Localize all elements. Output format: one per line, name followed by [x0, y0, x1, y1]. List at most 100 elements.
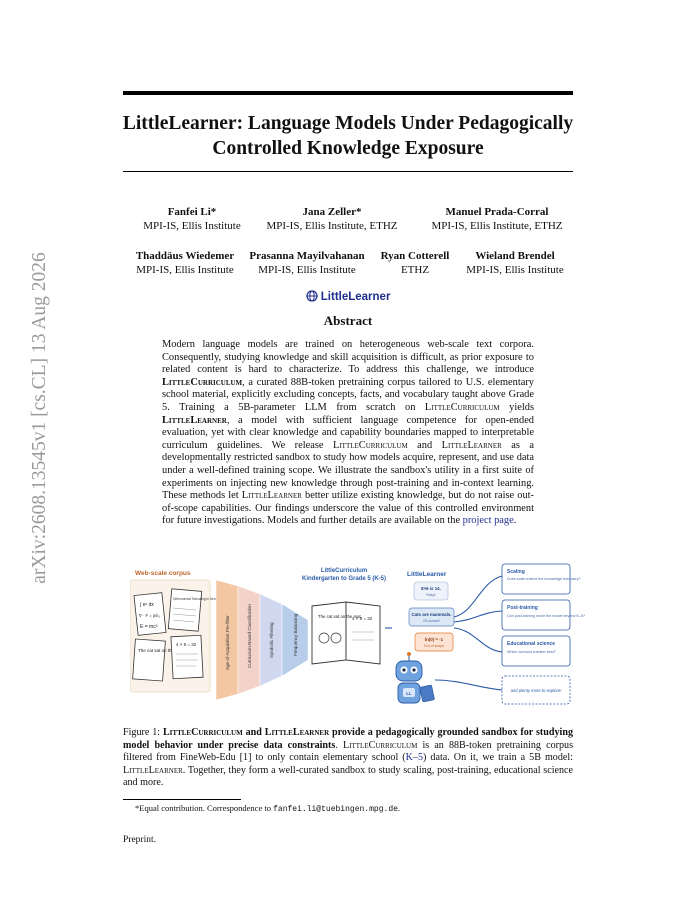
author-block: Thaddäus Wiedemer MPI-IS, Ellis Institut… [120, 249, 250, 277]
author-affiliation: MPI-IS, Ellis Institute [466, 264, 564, 276]
doc-text: ∫ eˣ dx [139, 602, 154, 608]
littlecurriculum-title: LittleCurriculum [321, 568, 367, 574]
box-desc-text: Does scale extend the knowledge boundary… [507, 577, 581, 581]
preprint-label: Preprint. [123, 835, 156, 845]
research-box-scaling: Scaling Does scale extend the knowledge … [501, 563, 581, 595]
paper-title: LittleLearner: Language Models Under Ped… [112, 111, 584, 161]
caption-bold-text: provide a pedagogically grounded sandbox… [123, 727, 573, 751]
doc-page: 4 × 8 = 32 [170, 634, 204, 680]
research-box-post-training: Post-training Can post-training move the… [501, 599, 585, 631]
funnel-stage-label: Age-of-Acquisition Pre-filter [225, 615, 230, 670]
abstract-body: Modern language models are trained on he… [162, 339, 534, 528]
author-block: Wieland Brendel MPI-IS, Ellis Institute [456, 249, 574, 277]
book-text: 4 × 8 = 32 [352, 616, 373, 621]
caption-bold: LittleCurriculum and LittleLearner provi… [123, 727, 573, 751]
abstract-text: , a curated 88B-token pretraining corpus… [162, 376, 534, 413]
figure-caption: Figure 1: LittleCurriculum and LittleLea… [123, 727, 573, 790]
footnote: *Equal contribution. Correspondence to f… [135, 803, 400, 814]
doc-text: The cat sat on the mat. [138, 648, 184, 653]
bubble-title: Cats are mammals. [411, 612, 451, 617]
title-top-rule [123, 91, 573, 95]
caption-term: LittleLearner [264, 727, 330, 738]
abstract-text: better utilize existing knowledge, but d… [162, 490, 534, 527]
bubble-title: 8×6 is 14. [421, 586, 441, 591]
littlelearner-label: LittleLearner [407, 571, 447, 578]
open-book-illustration: The cat sat on the mat. 4 × 8 = 32 [311, 601, 381, 665]
doc-text: 4 × 8 = 32 [176, 642, 197, 647]
box-desc: Can post-training move the model beyond … [507, 614, 585, 618]
author-name: Thaddäus Wiedemer [135, 250, 235, 262]
research-box-more: and plenty more to explore! [501, 675, 571, 705]
speech-bubble: Cats are mammals. Of course! [408, 607, 455, 627]
box-title: Post-training [507, 605, 538, 611]
abstract-term: LittleCurriculum [424, 401, 500, 413]
author-block: Fanfei Li* MPI-IS, Ellis Institute [117, 205, 267, 233]
box-title: Scaling [507, 569, 525, 575]
abstract-term: LittleLearner [241, 490, 302, 502]
caption-term: LittleLearner [123, 764, 183, 776]
bubble-sub: Out of scope [424, 644, 444, 648]
abstract-term: LittleCurriculum [333, 439, 408, 451]
bubble-sub: Of course! [423, 619, 440, 623]
author-affiliation: MPI-IS, Ellis Institute [143, 220, 241, 232]
figure-1: Web-scale corpus ∫ eˣ dx ∇ · F = ρ/ε₀ E … [130, 563, 585, 705]
bubble-title: ln(0) = -1 [425, 637, 444, 642]
author-name: Prasanna Mayilvahanan [249, 250, 365, 262]
project-page-link[interactable]: project page [462, 515, 514, 527]
robot-badge: LL [406, 691, 412, 696]
footnote-email[interactable]: fanfei.li@tuebingen.mpg.de [273, 805, 398, 814]
author-name: Wieland Brendel [475, 250, 555, 262]
title-line-2: Controlled Knowledge Exposure [212, 138, 484, 159]
book-text: The cat sat on the mat. [318, 614, 362, 619]
abstract-term: LittleLearner [162, 414, 227, 426]
project-link[interactable]: LittleLearner [0, 290, 696, 303]
author-affiliation: MPI-IS, Ellis Institute [258, 264, 356, 276]
caption-bold-text: and [242, 727, 265, 738]
caption-term: LittleCurriculum [343, 739, 418, 751]
doc-text: ∇ · F = ρ/ε₀ [138, 613, 160, 618]
funnel-stage-label: Frequency Balancing [293, 613, 298, 656]
abstract-term: LittleCurriculum [162, 376, 243, 388]
littlecurriculum-subtitle: Kindergarten to Grade 5 (K-5) [302, 576, 386, 582]
funnel-stage-label: Symbolic Filtering [269, 622, 274, 658]
author-block: Jana Zeller* MPI-IS, Ellis Institute, ET… [257, 205, 407, 233]
doc-text: Orthonormal Schooling in Dense... [173, 597, 222, 601]
arxiv-stamp: arXiv:2608.13545v1 [cs.CL] 13 Aug 2026 [29, 252, 50, 584]
box-title: Educational science [507, 641, 555, 647]
author-name: Jana Zeller* [302, 206, 362, 218]
speech-bubble: 8×6 is 14. Easy! [413, 581, 449, 601]
abstract-term: LittleLearner [441, 439, 502, 451]
author-block: Prasanna Mayilvahanan MPI-IS, Ellis Inst… [243, 249, 371, 277]
author-affiliation: ETHZ [400, 264, 430, 276]
connector-arrows [385, 575, 503, 691]
abstract-text: , a model with sufficient language compe… [162, 414, 534, 451]
filtering-funnel: Age-of-Acquisition Pre-filter Curriculum… [215, 579, 309, 701]
doc-text: E = mc² [140, 624, 158, 630]
author-name: Fanfei Li* [167, 206, 217, 218]
abstract-heading: Abstract [323, 313, 373, 328]
speech-bubble: ln(0) = -1 Out of scope [414, 632, 454, 652]
abstract-text: . [513, 515, 517, 527]
doc-page: The cat sat on the mat. [132, 638, 184, 682]
caption-text: . Together, they form a well-curated san… [123, 764, 573, 789]
box-desc: Which curricula transfer best? [507, 650, 556, 654]
project-link-label[interactable]: LittleLearner [320, 291, 391, 303]
doc-page: Orthonormal Schooling in Dense... [167, 588, 222, 632]
box-desc: Does scale extend the knowledge boundary… [507, 577, 581, 581]
robot-illustration: LL [395, 652, 435, 704]
box-desc: and plenty more to explore! [511, 688, 563, 693]
research-box-educational-science: Educational science Which curricula tran… [501, 635, 571, 667]
author-affiliation: MPI-IS, Ellis Institute [136, 264, 234, 276]
bubble-sub: Easy! [427, 593, 436, 597]
footnote-text: *Equal contribution. Correspondence to [135, 803, 274, 813]
title-bottom-rule [123, 171, 573, 172]
title-line-1: LittleLearner: Language Models Under Ped… [122, 113, 574, 134]
footnote-rule [123, 799, 241, 800]
k5-link[interactable]: K–5 [405, 752, 424, 763]
abstract-text: yields [499, 401, 534, 413]
caption-label: Figure 1: [123, 727, 163, 738]
webscale-label: Web-scale corpus [135, 570, 191, 577]
author-block: Manuel Prada-Corral MPI-IS, Ellis Instit… [412, 205, 582, 233]
author-block: Ryan Cotterell ETHZ [376, 249, 454, 277]
author-affiliation: MPI-IS, Ellis Institute, ETHZ [266, 220, 398, 232]
